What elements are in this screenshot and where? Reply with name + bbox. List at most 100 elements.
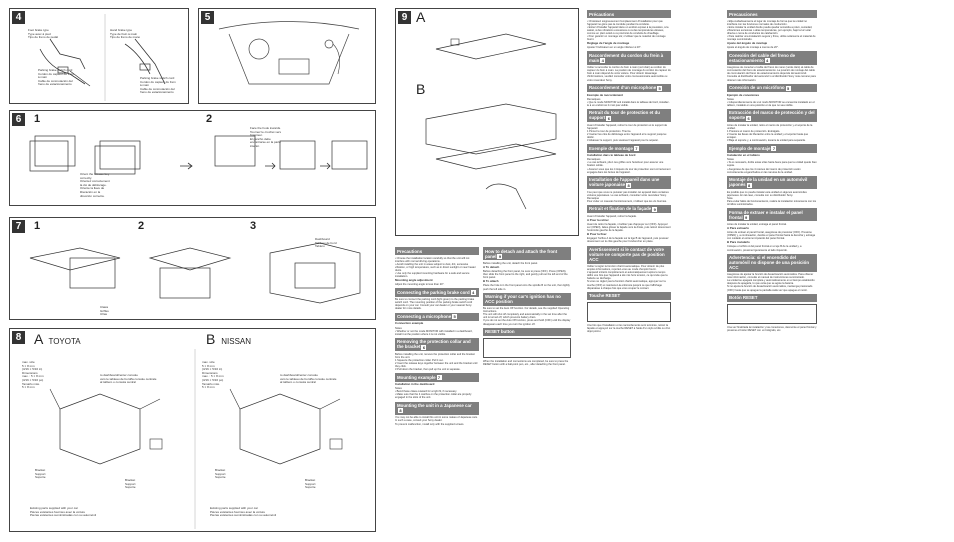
sub-letter-a: A: [416, 9, 426, 25]
section-heading-text: Precauciones: [729, 11, 758, 17]
section-heading: Mounting the unit in a Japanese car8: [395, 401, 479, 415]
section-heading-text: Extracción del marco de protección y del…: [729, 110, 815, 121]
dashboard-console-label-a: to dashboard/center console vers le tabl…: [100, 373, 157, 385]
reset-button-illustration: [483, 337, 571, 358]
section-heading: How to detach and attach the front panel…: [483, 247, 571, 261]
section-heading: Botón RESET: [727, 293, 817, 302]
subheading: A Pour la retirer: [587, 217, 609, 222]
foot-brake-type-label: Foot brake type Type avec à pied Tipo de…: [28, 28, 58, 40]
section-heading-text: Avertissement si le contact de votre voi…: [589, 247, 665, 262]
section-heading: RESET button: [483, 327, 571, 336]
section-heading-text: Precautions: [397, 248, 423, 254]
section-heading-text: Forma de extraer e instalar el panel fro…: [729, 209, 803, 220]
subheading: B To attach: [483, 279, 499, 284]
body-text: Une fois que l'installation et les racco…: [587, 323, 671, 333]
figure-ref-badge: 4: [470, 290, 476, 296]
figure-panel-6: 6 1 2 Orient the release key correctly. …: [9, 110, 376, 206]
section-heading: Montaje de la unidad en un automóvil jap…: [727, 175, 817, 190]
body-text: Veillez à régler la fonction d'arrêt aut…: [587, 265, 668, 290]
bracket-label-b2: Bracket Support Soporte: [305, 478, 316, 490]
section-heading: Conexión del cable del freno de estacion…: [727, 51, 817, 65]
body-text: Veillez à raccorder le cordon du frein à…: [587, 66, 671, 82]
sub-letter-b: B: [416, 81, 426, 97]
bracket-label-b1: Bracket Support Soporte: [215, 468, 226, 480]
sub-letter-a: A: [34, 331, 43, 347]
figure-ref-badge: 6: [746, 115, 752, 121]
body-text: Notas • Independientemente de si el modo…: [727, 97, 815, 107]
panel-number-5: 5: [201, 11, 214, 24]
body-text: Place the hole A in the front panel onto…: [483, 284, 570, 291]
subheading: Ejemplo de conexiones: [727, 92, 760, 97]
body-text: You may not be able to install this unit…: [395, 416, 478, 426]
section-heading: Retrait du tour de protection et du supp…: [587, 108, 671, 123]
hand-brake-type-label: Hand brake type Type de frein à main Tip…: [110, 28, 141, 40]
section-heading: Forma de extraer e instalar el panel fro…: [727, 208, 817, 222]
section-heading: Advertencia: si el encendido del automóv…: [727, 253, 817, 272]
section-heading: Extracción del marco de protección y del…: [727, 108, 817, 123]
body-text: When the installation and connections ar…: [483, 359, 569, 366]
subheading: A To detach: [483, 264, 500, 269]
section-heading-text: Ejemplo de montaje: [729, 145, 771, 151]
english-column-1: Precautions • Choose the installation loc…: [395, 245, 479, 427]
section-heading-text: Raccordement d'un microphone: [589, 85, 657, 91]
nissan-title: NISSAN: [221, 337, 252, 346]
body-text: Asegúrese de ajustar la función de desac…: [727, 273, 815, 292]
subheading: B Pour la fixer: [587, 232, 607, 237]
figure-ref-badge: 5: [785, 85, 791, 91]
body-text: Be sure to connect the parking cord (lig…: [395, 298, 475, 311]
nissan-sub-label: B NISSAN: [206, 331, 251, 347]
body-text: Engagez l'orifice A de la façade sur la …: [587, 237, 669, 244]
figure-panel-9: 9 A B: [395, 8, 579, 236]
figure-panel-7: 7 1 2 3 Claws Griffes Uñas Dashboard Tab…: [9, 217, 376, 320]
step-3-label: 3: [250, 220, 257, 232]
subheading: Installation dans le tableau de bord: [587, 153, 636, 158]
subheading: Connection example: [395, 321, 424, 326]
figure-ref-badge: 7: [633, 146, 639, 152]
body-text: Notes • Whether or not the mode MONITOR …: [395, 326, 473, 336]
spanish-column: Precauciones • Elija cuidadosamente el lu…: [727, 8, 817, 333]
section-heading-text: RESET button: [485, 329, 515, 335]
hook-inward-note: Face the hook inwards. Tournez le croche…: [250, 126, 282, 148]
subheading: Ajuste del ángulo de montaje: [727, 41, 768, 46]
section-heading: Précautions: [587, 10, 671, 18]
section-heading: Precauciones: [727, 10, 817, 18]
body-text: Ajustez l'inclinaison en un angle inféri…: [587, 46, 642, 50]
section-heading-text: Installation de l'appareil dans une voit…: [589, 177, 660, 188]
french-column: Précautions• Choisissez soigneusement l'…: [587, 8, 671, 334]
panel-number-6: 6: [12, 113, 25, 126]
body-text: Es posible que no pueda instalar esta un…: [727, 190, 817, 206]
parking-brake-cord-label-1: Parking brake switch cord Cordon du capt…: [38, 68, 74, 87]
figure-panel-4: 4 Foot brake type Type avec à pied Tipo …: [9, 8, 189, 104]
section-heading-text: Précautions: [589, 11, 615, 17]
body-text: Avant de retirer la façade, n'oubliez pa…: [587, 222, 671, 233]
step-2-label: 2: [138, 220, 145, 232]
section-heading: Removing the protection collar and the b…: [395, 337, 479, 352]
figure-ref-badge: 8: [398, 408, 403, 414]
step-2-label: 2: [206, 113, 213, 125]
subheading: Réglage de l'angle de montage: [587, 41, 630, 46]
section-heading-text: Connecting a microphone: [397, 314, 452, 320]
subheading: B Para instalarlo: [727, 240, 750, 245]
body-text: Remarques • Le cas échéant, pliez ces gr…: [587, 158, 671, 174]
max-size-label-b: max. size 5 × 8 mm (3/16 × 5/16 in) Dime…: [202, 360, 224, 390]
body-text: Antes de instalar la unidad, extraiga el…: [727, 222, 787, 226]
figure-ref-badge: 8: [746, 182, 752, 188]
figure-ref-badge: 9: [743, 214, 749, 220]
sub-letter-b: B: [206, 331, 216, 347]
max-size-label-a: max. size 5 × 8 mm (3/16 × 5/16 in) Dime…: [22, 360, 44, 390]
section-heading-text: Montaje de la unidad en un automóvil jap…: [729, 177, 808, 188]
toyota-sub-label: A TOYOTA: [34, 331, 81, 347]
body-text: • Choose the installation location caref…: [395, 256, 476, 279]
reset-button-illustration: [587, 301, 671, 322]
body-text: • Elija cuidadosamente el lugar de monta…: [727, 19, 816, 42]
section-heading-text: Botón RESET: [729, 295, 758, 301]
body-text: Be sure to set the Auto Off function. Fo…: [483, 307, 571, 326]
body-text: Coloque el orificio A del panel frontal …: [727, 245, 802, 252]
